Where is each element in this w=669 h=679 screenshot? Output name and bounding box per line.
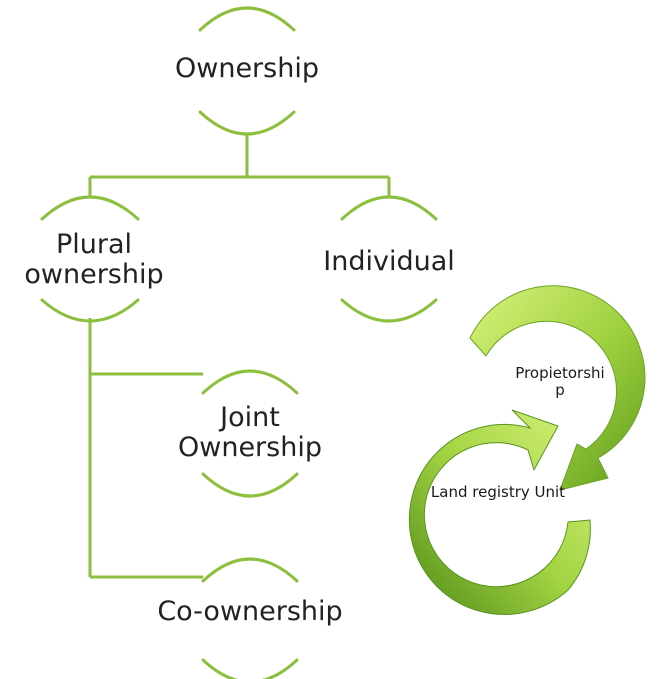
connector-lines	[88, 135, 391, 579]
cycle-bottom-label: Land registry Unit	[408, 484, 588, 501]
node-individual-label: Individual	[323, 246, 455, 277]
top-cycle-arrow	[469, 285, 646, 491]
cycle-top-label: Propietorshi p	[505, 365, 615, 399]
node-individual: Individual	[299, 246, 479, 277]
node-brackets	[40, 6, 438, 679]
node-plural-label-line1: Plural	[55, 229, 133, 260]
node-joint-ownership: Joint Ownership	[160, 402, 340, 464]
node-ownership-label: Ownership	[175, 53, 319, 84]
cycle-arrows	[408, 285, 646, 615]
node-plural-ownership: Plural ownership	[14, 229, 174, 291]
cycle-top-label-line2: p	[555, 380, 565, 399]
node-plural-label-line2: ownership	[24, 259, 164, 291]
bottom-cycle-arrow	[408, 409, 591, 615]
node-joint-label-line2: Ownership	[178, 432, 322, 464]
node-co-ownership: Co-ownership	[140, 596, 360, 627]
cycle-top-label-line1: Propietorshi	[515, 364, 605, 382]
cycle-bottom-label-text: Land registry Unit	[430, 483, 566, 501]
node-co-ownership-label: Co-ownership	[157, 596, 343, 627]
node-ownership: Ownership	[147, 53, 347, 84]
node-joint-label-line1: Joint	[220, 402, 280, 433]
